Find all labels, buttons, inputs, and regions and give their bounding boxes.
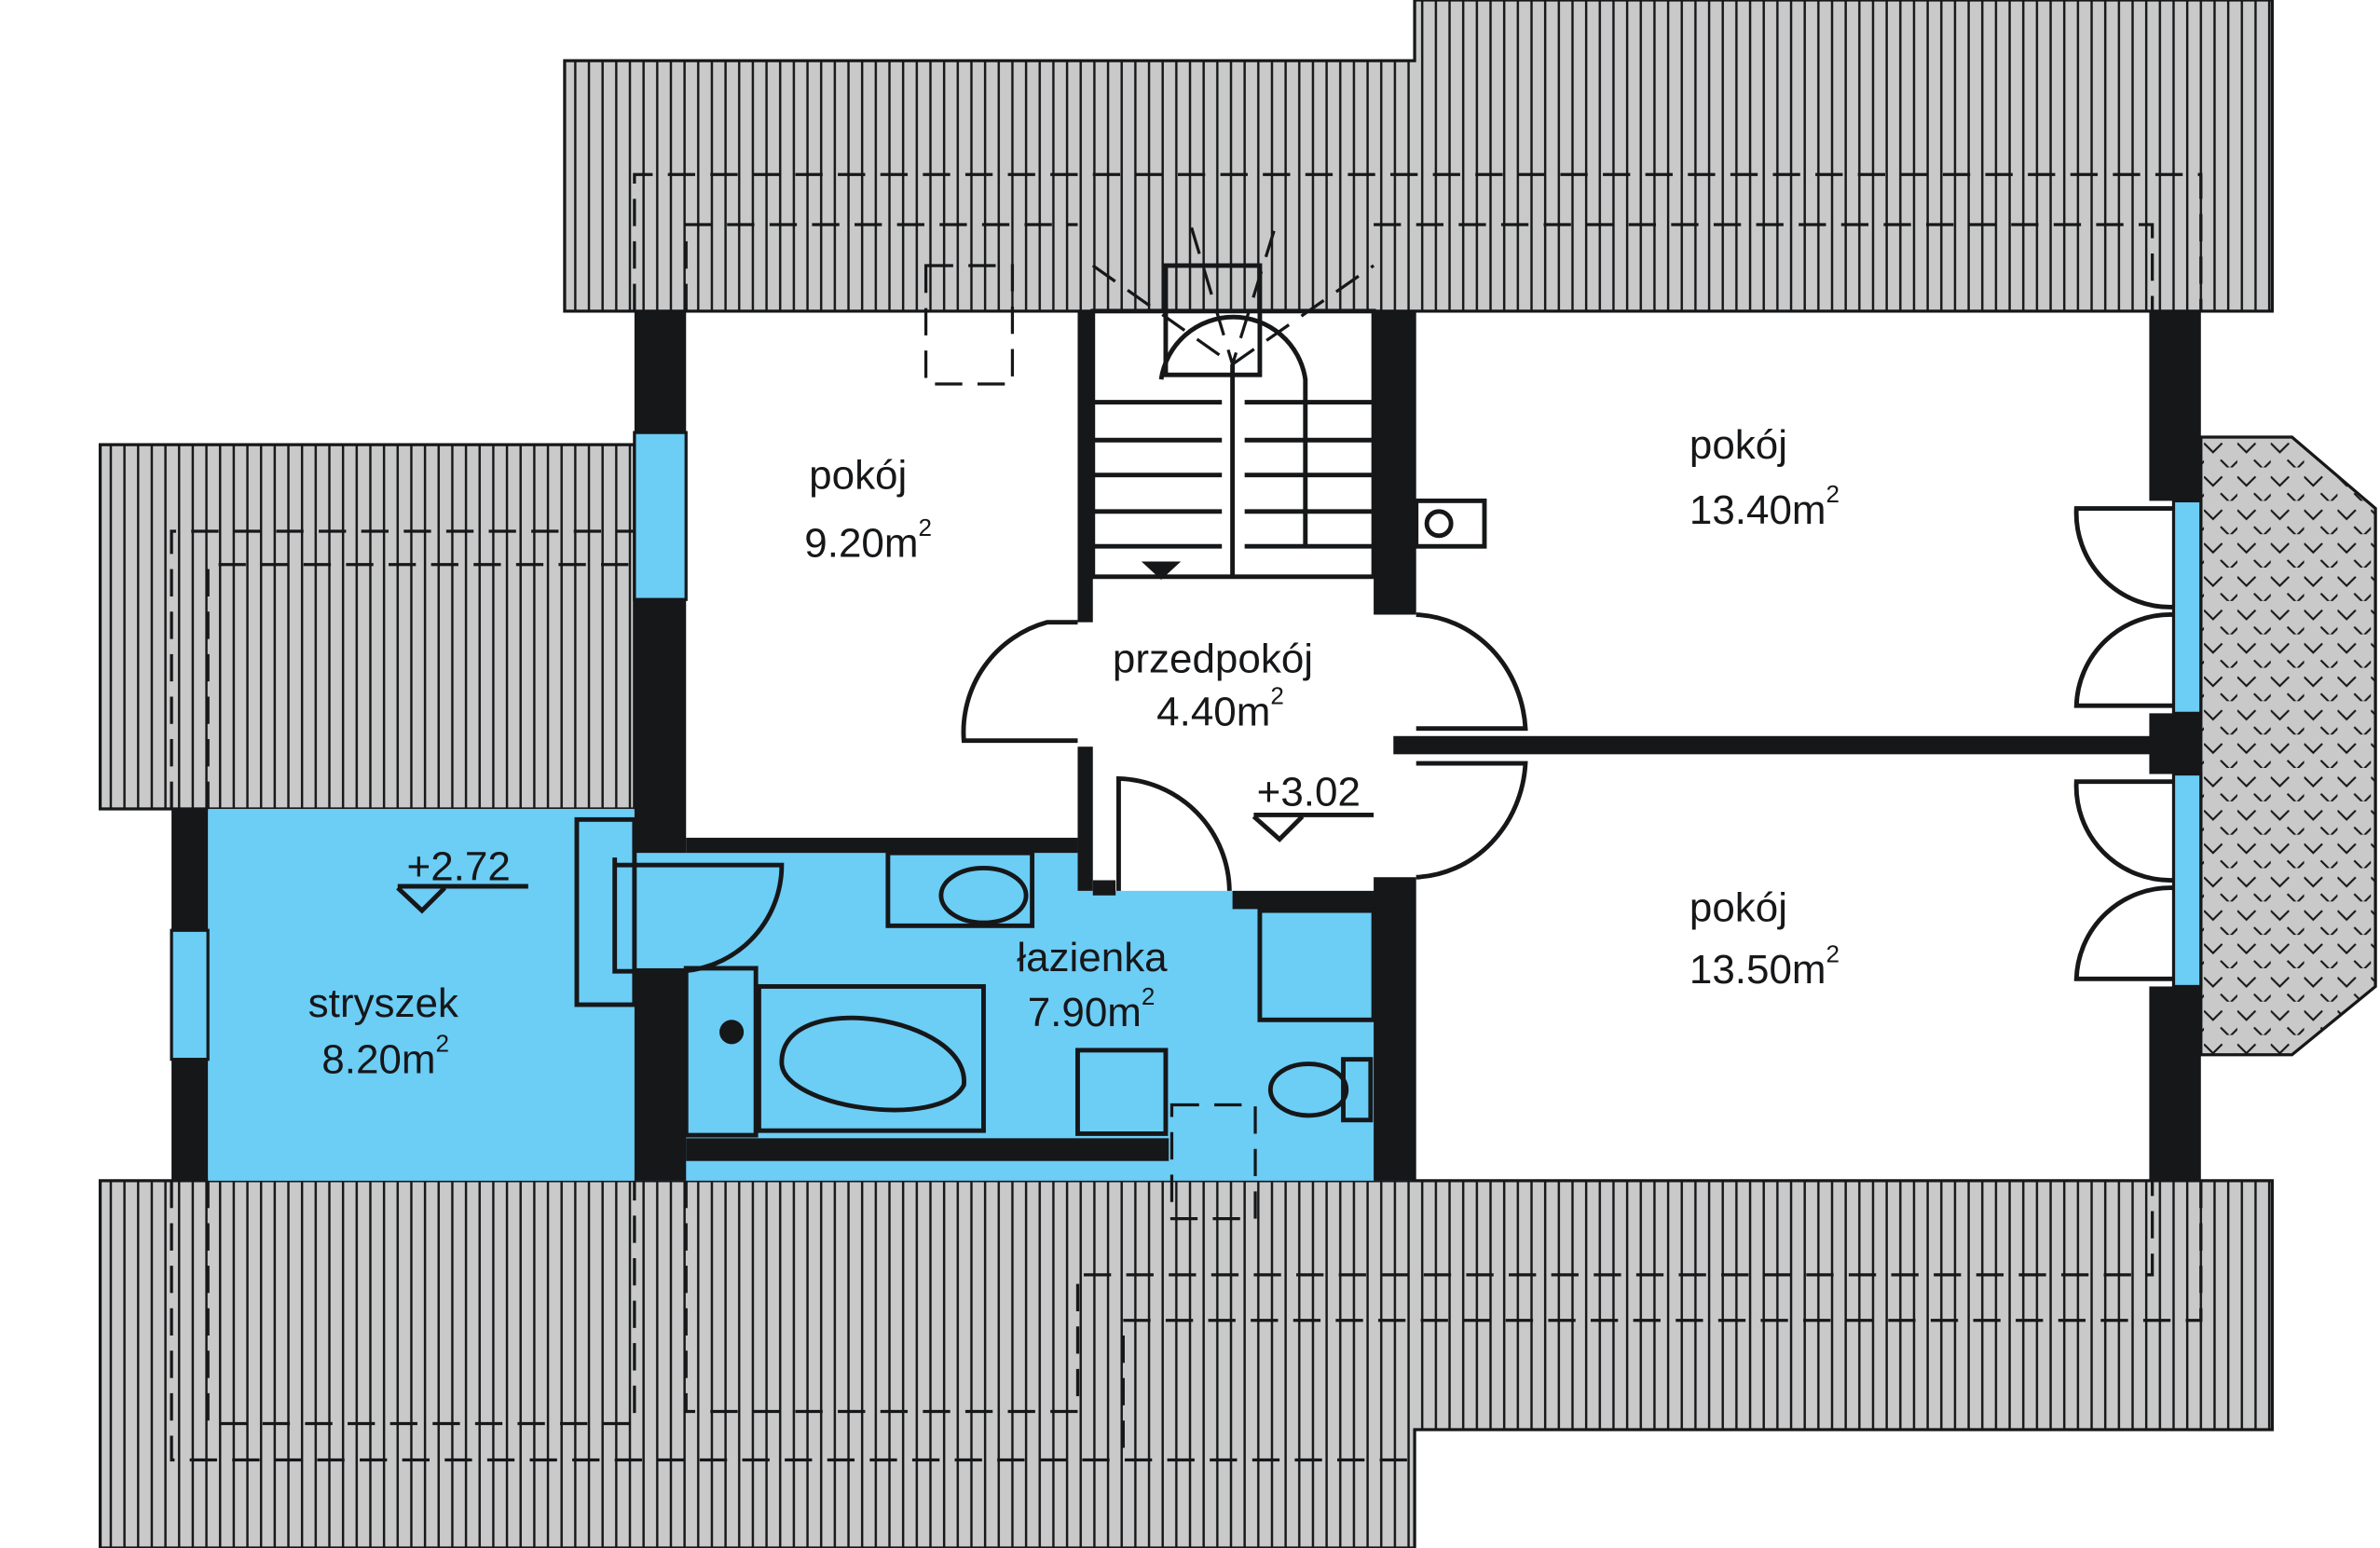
svg-text:pokój: pokój <box>1689 422 1787 468</box>
chimney <box>1414 498 1487 549</box>
roof-top <box>563 0 2274 313</box>
svg-text:łazienka: łazienka <box>1017 935 1168 980</box>
svg-text:stryszek: stryszek <box>308 980 459 1026</box>
svg-text:+2.72: +2.72 <box>407 843 511 889</box>
room-label-pokoj-9: pokój 9.20m2 <box>804 452 932 566</box>
staircase <box>1090 226 1376 581</box>
svg-text:8.20m2: 8.20m2 <box>321 1030 449 1083</box>
svg-text:4.40m2: 4.40m2 <box>1156 682 1284 735</box>
svg-text:9.20m2: 9.20m2 <box>804 514 932 567</box>
svg-text:7.90m2: 7.90m2 <box>1028 982 1156 1035</box>
svg-text:+3.02: +3.02 <box>1257 770 1361 815</box>
room-label-stryszek: stryszek 8.20m2 <box>308 980 459 1082</box>
room-label-przedpokoj: przedpokój 4.40m2 <box>1113 636 1313 734</box>
room-label-pokoj-13-50: pokój 13.50m2 <box>1689 884 1840 993</box>
room-label-lazienka: łazienka 7.90m2 <box>1017 935 1168 1035</box>
svg-text:przedpokój: przedpokój <box>1113 636 1313 681</box>
svg-text:pokój: pokój <box>809 452 907 498</box>
room-label-pokoj-13-40: pokój 13.40m2 <box>1689 422 1840 533</box>
level-marker-stryszek: +2.72 <box>396 843 528 914</box>
svg-text:13.50m2: 13.50m2 <box>1689 939 1840 993</box>
bathroom-fixtures <box>683 264 1487 1221</box>
walls <box>170 310 2203 1181</box>
svg-text:pokój: pokój <box>1689 884 1787 930</box>
svg-text:13.40m2: 13.40m2 <box>1689 480 1840 533</box>
level-marker-przedpokoj: +3.02 <box>1252 770 1375 842</box>
doors <box>574 506 2174 1007</box>
bay-window-roof <box>2199 435 2377 1057</box>
roof-left <box>98 443 636 811</box>
roof-bottom <box>98 1179 2274 1548</box>
floor-stryszek <box>208 808 635 1181</box>
